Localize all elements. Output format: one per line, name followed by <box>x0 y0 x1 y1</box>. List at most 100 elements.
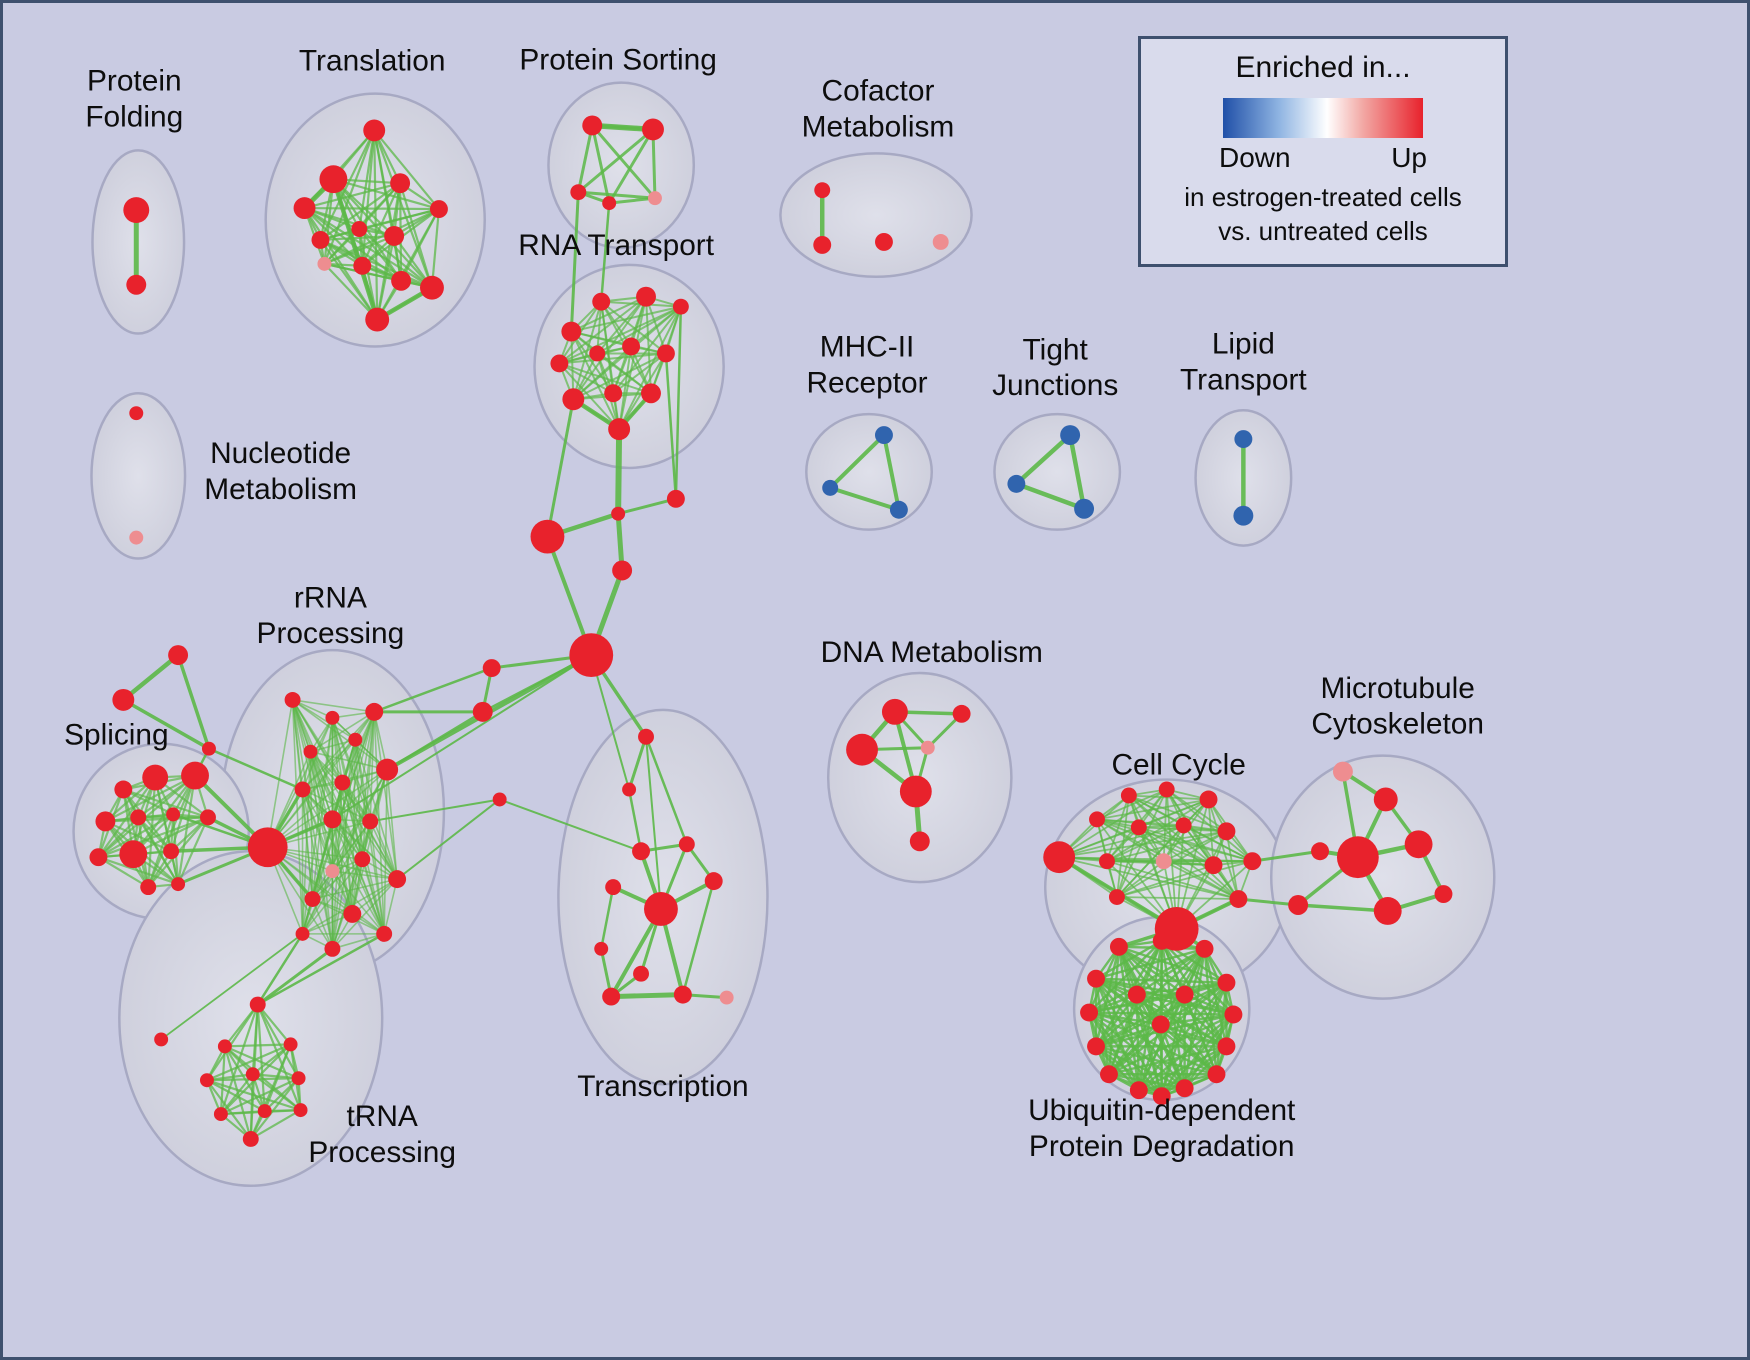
node-tr8 <box>704 872 723 891</box>
node-ps1 <box>582 115 603 136</box>
network-edge <box>681 879 715 996</box>
network-edge <box>358 227 434 289</box>
node-rr15 <box>304 891 321 907</box>
cluster-label-splicing: Splicing <box>64 719 169 752</box>
network-edge <box>369 820 385 935</box>
node-pf1 <box>123 197 150 224</box>
network-edge <box>498 798 643 853</box>
network-edge <box>331 768 388 821</box>
network-edge <box>301 788 385 935</box>
network-edge <box>1116 860 1165 898</box>
node-d2 <box>846 733 878 766</box>
network-edge <box>576 190 657 200</box>
network-edge <box>358 227 403 282</box>
network-edge <box>558 305 682 365</box>
network-edge <box>1159 1023 1186 1090</box>
legend-down-label: Down <box>1219 142 1291 173</box>
node-rt2 <box>592 292 611 311</box>
network-edge <box>97 856 180 886</box>
node-ps4 <box>602 196 617 211</box>
network-edge <box>309 750 398 880</box>
network-edge <box>251 1073 300 1080</box>
network-edge <box>331 654 593 821</box>
network-edge <box>1107 1013 1235 1076</box>
network-edge <box>828 433 886 490</box>
network-edge <box>303 182 402 210</box>
node-rr2 <box>325 710 340 725</box>
legend-title: Enriched in... <box>1235 51 1411 84</box>
network-edge <box>291 699 304 935</box>
node-rt8 <box>656 344 675 363</box>
node-tj2 <box>1007 474 1026 493</box>
node-cc3 <box>1199 790 1218 809</box>
network-edge <box>205 1043 292 1082</box>
node-ub5 <box>1217 973 1236 992</box>
network-edge <box>1135 993 1141 1092</box>
node-ub2 <box>1152 931 1171 950</box>
node-rt4 <box>672 298 689 315</box>
node-ln1 <box>154 1032 169 1047</box>
node-t11 <box>391 270 412 291</box>
node-ub12 <box>1129 1081 1148 1100</box>
node-mt5 <box>1404 830 1433 859</box>
node-rr9 <box>247 827 288 868</box>
node-d5 <box>899 775 932 808</box>
node-cc5 <box>1130 819 1147 836</box>
node-t3 <box>293 197 316 220</box>
network-edge <box>291 699 357 741</box>
network-edge <box>311 898 334 950</box>
node-rr5 <box>303 744 318 759</box>
node-ps3 <box>570 184 587 201</box>
node-tn6 <box>291 1071 306 1086</box>
cluster-label-cell-cycle: Cell Cycle <box>1111 749 1245 782</box>
network-edge <box>1135 993 1228 1048</box>
network-edge <box>1127 794 1210 801</box>
node-rr10 <box>323 810 342 829</box>
network-edge <box>1014 481 1087 511</box>
network-edge <box>266 846 334 950</box>
network-edge <box>1107 1023 1162 1076</box>
node-rr3 <box>365 702 384 721</box>
node-sp9 <box>119 840 148 869</box>
node-rt3 <box>636 286 656 307</box>
network-edge <box>358 207 441 231</box>
network-edge <box>644 735 689 846</box>
network-edge <box>570 330 575 401</box>
network-edge <box>572 295 648 401</box>
node-rr13 <box>354 851 371 868</box>
node-t2 <box>319 165 348 194</box>
network-edge <box>97 816 210 859</box>
node-tr6 <box>605 879 622 896</box>
node-tn9 <box>293 1103 308 1118</box>
network-edge <box>1058 830 1228 859</box>
network-edge <box>383 768 388 935</box>
node-cc11 <box>1204 856 1223 875</box>
node-mt1 <box>1332 761 1353 782</box>
node-fn7 <box>472 701 493 722</box>
network-edge <box>311 878 398 900</box>
network-edge <box>331 933 385 950</box>
node-rr7 <box>334 774 351 791</box>
network-edge <box>1137 1013 1235 1092</box>
network-edge <box>301 858 364 935</box>
node-tr1 <box>638 728 654 745</box>
network-edge <box>331 870 398 880</box>
network-edge <box>608 992 686 1000</box>
network-edge <box>291 699 376 713</box>
node-cm1 <box>814 182 831 199</box>
node-sp7 <box>199 809 216 826</box>
network-edge <box>121 652 181 703</box>
node-tn10 <box>242 1131 259 1147</box>
network-edge <box>291 699 372 823</box>
node-ps2 <box>642 118 664 141</box>
network-edge <box>1160 939 1186 996</box>
node-cm3 <box>875 232 893 251</box>
network-edge <box>223 1045 300 1080</box>
network-edge <box>1087 1011 1162 1026</box>
node-d3 <box>920 740 935 755</box>
network-edge <box>1094 977 1228 984</box>
